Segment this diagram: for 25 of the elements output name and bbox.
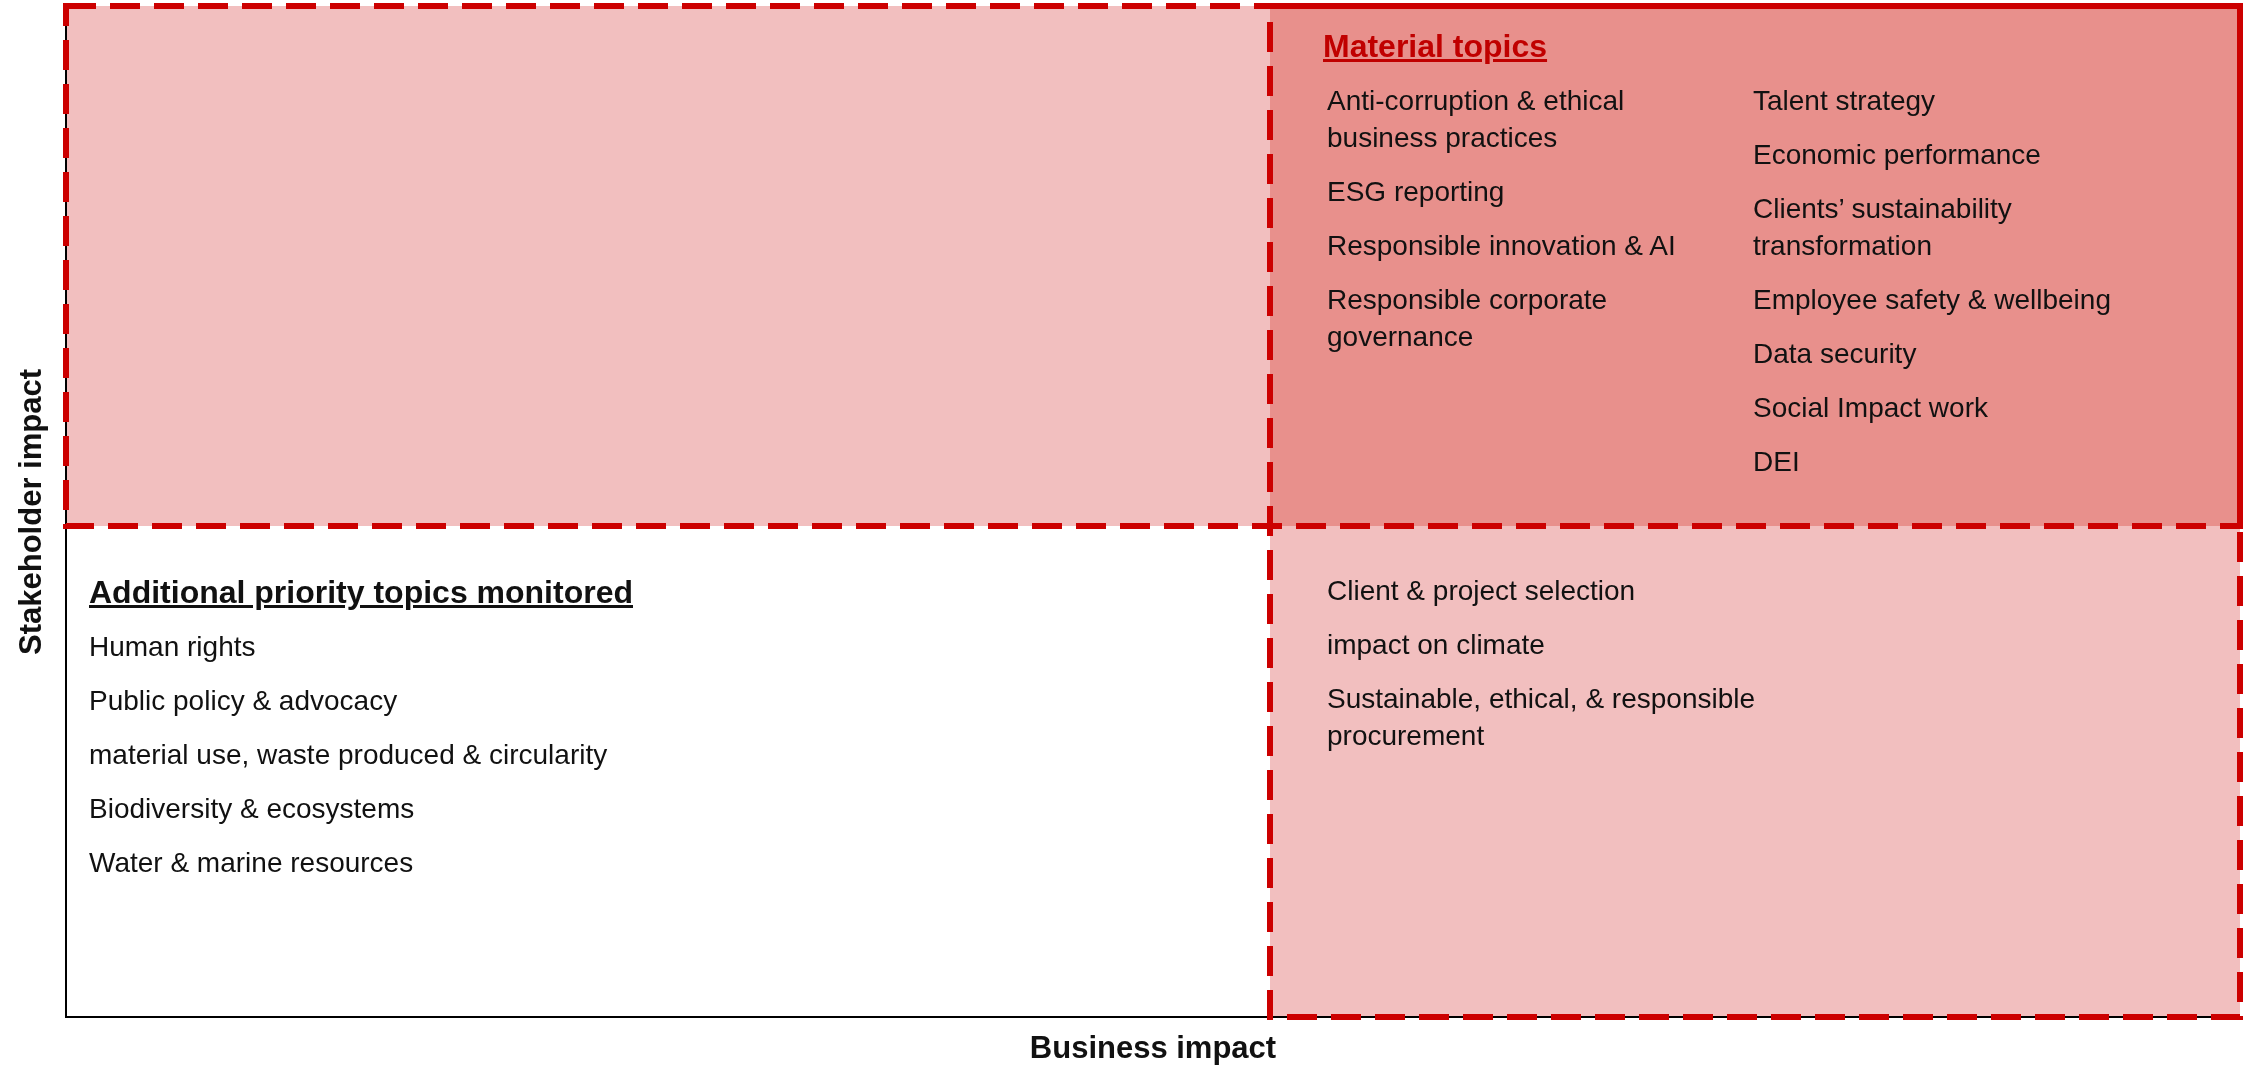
topic-item: Talent strategy	[1753, 84, 1937, 118]
topic-item: Employee safety & wellbeing	[1753, 283, 2112, 317]
topic-item: Social Impact work	[1753, 391, 1989, 425]
topic-item: material use, waste produced & circularity	[89, 738, 609, 772]
axis-title: Business impact	[1029, 1030, 1277, 1065]
topic-item: Economic performance	[1753, 138, 2042, 172]
topic-item: Client & project selection	[1327, 574, 1637, 608]
section-heading: Material topics	[1323, 28, 1548, 65]
topic-item: Sustainable, ethical, & responsible procurement	[1327, 682, 1757, 753]
topic-item: Biodiversity & ecosystems	[89, 792, 416, 826]
topic-item: ESG reporting	[1327, 175, 1506, 209]
topic-item: DEI	[1753, 445, 1801, 479]
topic-item: Public policy & advocacy	[89, 684, 399, 718]
topic-item: Responsible corporate governance	[1327, 283, 1609, 354]
topic-item: Anti-corruption & ethical business practices	[1327, 84, 1626, 155]
topic-item: Clients’ sustainability transformation	[1753, 192, 2013, 263]
topic-item: Human rights	[89, 630, 257, 664]
topic-item: impact on climate	[1327, 628, 1546, 662]
topic-item: Data security	[1753, 337, 1918, 371]
topic-item: Responsible innovation & AI	[1327, 229, 1677, 263]
axis-title: Stakeholder impact	[13, 368, 49, 655]
section-heading: Additional priority topics monitored	[89, 574, 633, 611]
quadrant-panel	[1270, 526, 2240, 1017]
topic-item: Water & marine resources	[89, 846, 415, 880]
quadrant-panel	[1270, 6, 2240, 526]
